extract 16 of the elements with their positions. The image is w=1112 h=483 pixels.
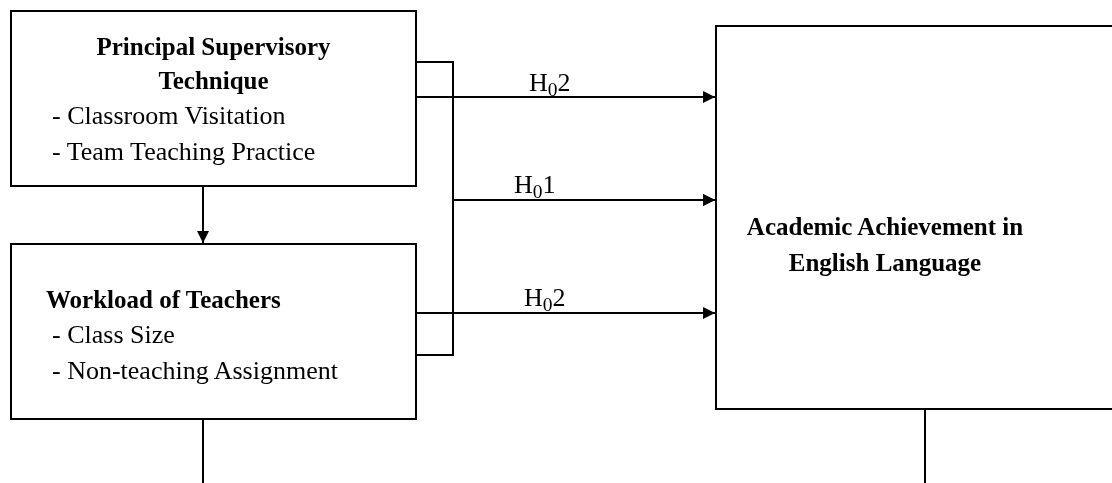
variable-box <box>10 243 417 420</box>
arrow <box>416 91 716 103</box>
list-item: - Non-teaching Assignment <box>52 355 339 387</box>
arrow <box>416 194 716 356</box>
list-item: - Team Teaching Practice <box>52 136 317 168</box>
variable-box <box>10 10 417 187</box>
box-title: Academic Achievement in English Language <box>745 212 1025 278</box>
connector-line <box>202 419 204 483</box>
arrow <box>197 186 209 244</box>
box-title: Workload of Teachers <box>46 285 282 315</box>
outcome-box <box>715 25 1112 410</box>
list-item: - Class Size <box>52 319 176 351</box>
arrow <box>416 307 716 319</box>
box-title: Principal Supervisory Technique <box>95 32 332 96</box>
list-item: - Classroom Visitation <box>52 100 287 132</box>
connector-line <box>924 409 926 483</box>
